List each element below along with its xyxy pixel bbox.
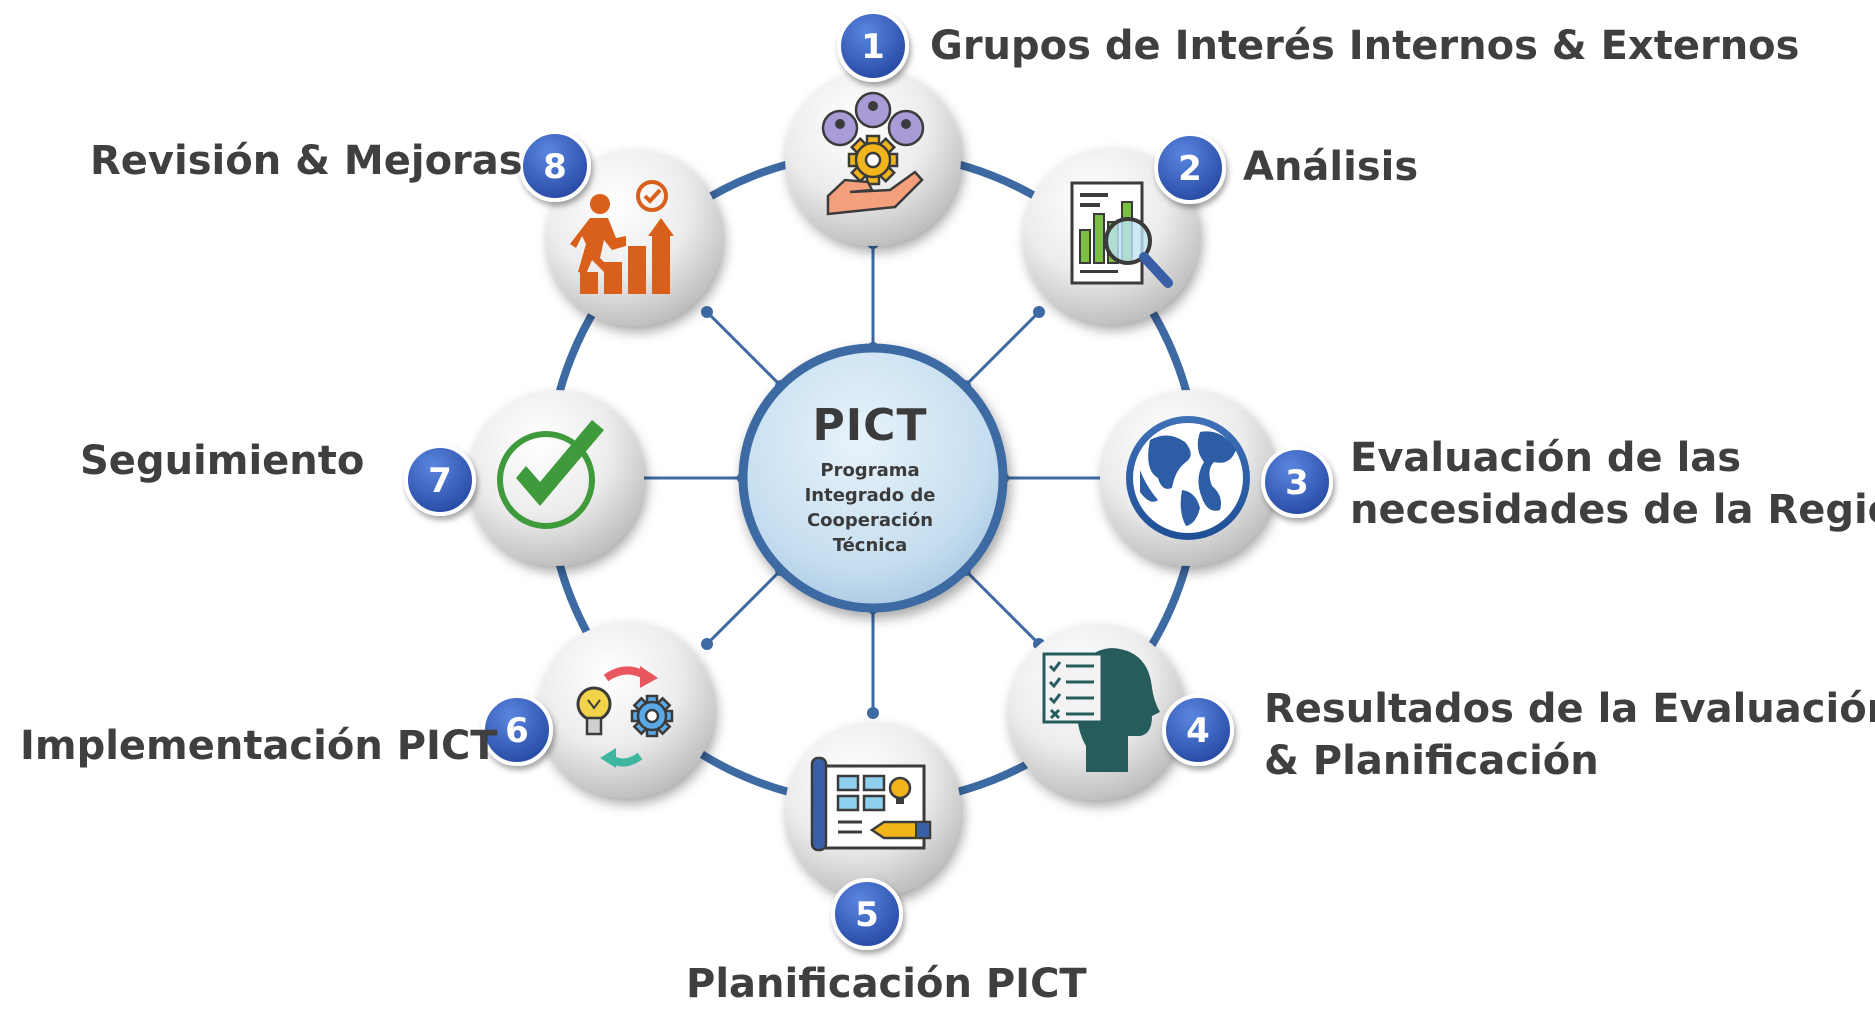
stage-4-label: Resultados de la Evaluación & Planificac… xyxy=(1264,683,1875,787)
center-hub xyxy=(738,343,1008,613)
stage-7-label-line: Seguimiento xyxy=(80,438,365,484)
stage-5-label: Planificación PICT xyxy=(686,958,1087,1010)
badge-7: 7 xyxy=(404,444,476,516)
stage-4-label-line: & Planificación xyxy=(1264,738,1599,784)
badge-2: 2 xyxy=(1154,132,1226,204)
stage-4-label-line: Resultados de la Evaluación xyxy=(1264,686,1875,732)
badge-number: 8 xyxy=(543,147,567,187)
stage-6-label: Implementación PICT xyxy=(20,720,498,772)
badge-number: 5 xyxy=(855,895,879,935)
center-subtitle-line: Técnica xyxy=(832,535,908,556)
badge-3: 3 xyxy=(1261,446,1333,518)
stage-3-label: Evaluación de las necesidades de la Regi… xyxy=(1350,432,1875,536)
stage-5-label-line: Planificación PICT xyxy=(686,961,1087,1007)
center-title: PICT xyxy=(812,400,928,451)
center-subtitle-line: Programa xyxy=(820,460,920,481)
idea-gear-cycle-icon xyxy=(576,666,674,768)
badge-number: 4 xyxy=(1186,711,1210,751)
badge-number: 6 xyxy=(505,711,529,751)
center-subtitle: Programa Integrado de Cooperación Técnic… xyxy=(760,458,980,558)
stage-3-label-line: Evaluación de las xyxy=(1350,435,1742,481)
globe-icon xyxy=(1126,416,1250,540)
head-checklist-icon xyxy=(1042,648,1160,772)
progress-steps-icon xyxy=(570,180,674,294)
badge-number: 1 xyxy=(861,27,885,67)
stage-1-label-line: Grupos de Interés Internos & Externos xyxy=(930,23,1800,69)
blueprint-plan-icon xyxy=(810,756,932,852)
badge-5: 5 xyxy=(831,878,903,950)
badge-8: 8 xyxy=(519,130,591,202)
stage-7-label: Seguimiento xyxy=(80,435,364,487)
badge-number: 7 xyxy=(428,461,452,501)
node-6 xyxy=(538,622,714,798)
badge-number: 2 xyxy=(1178,149,1202,189)
center-subtitle-line: Integrado de xyxy=(804,485,936,506)
report-magnifier-icon xyxy=(1070,181,1173,288)
spokes xyxy=(638,243,1108,713)
stage-8-label-line: Revisión & Mejoras xyxy=(90,138,523,184)
badge-1: 1 xyxy=(837,10,909,82)
checkmark-icon xyxy=(497,420,604,529)
stage-1-label: Grupos de Interés Internos & Externos xyxy=(930,20,1799,72)
stage-3-label-line: necesidades de la Región xyxy=(1350,487,1875,533)
badge-number: 3 xyxy=(1285,463,1309,503)
stage-8-label: Revisión & Mejoras xyxy=(90,135,523,187)
center-subtitle-line: Cooperación xyxy=(806,510,934,531)
stage-2-label-line: Análisis xyxy=(1243,144,1419,190)
stage-2-label: Análisis xyxy=(1243,141,1418,193)
number-badges: 1 2 3 4 5 6 7 8 xyxy=(404,10,1333,950)
badge-6: 6 xyxy=(481,694,553,766)
stage-6-label-line: Implementación PICT xyxy=(20,723,498,769)
stakeholders-gear-hand-icon xyxy=(821,91,925,216)
badge-4: 4 xyxy=(1162,694,1234,766)
